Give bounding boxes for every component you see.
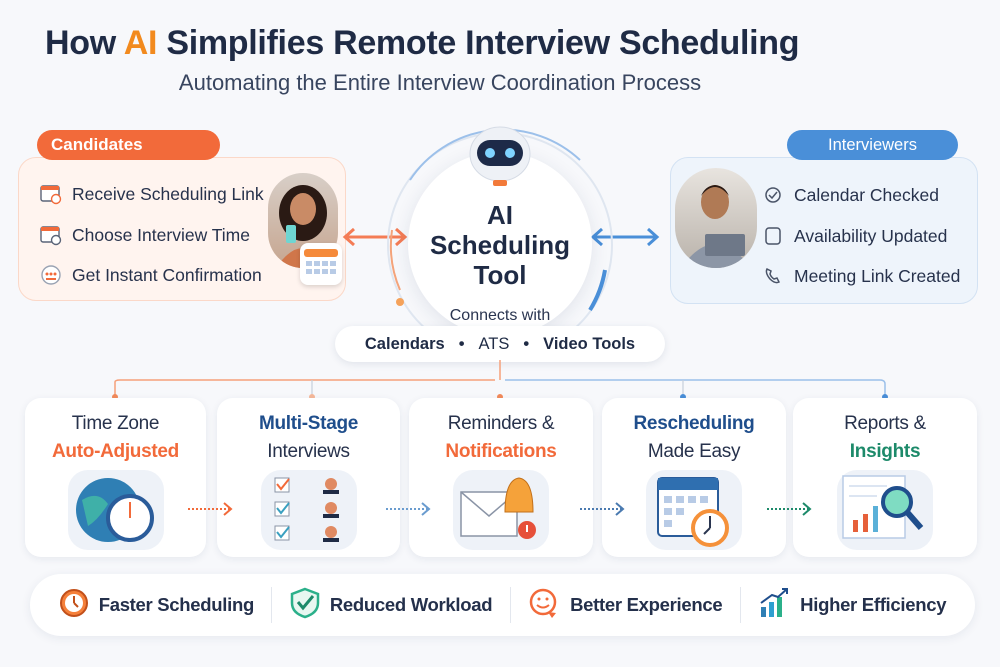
feature-subtitle: Auto-Adjusted <box>52 441 179 462</box>
interviewer-step: Meeting Link Created <box>762 264 960 288</box>
integration-ats: ATS <box>478 334 510 353</box>
title-prefix: How <box>45 24 124 62</box>
interviewer-photo <box>675 168 757 268</box>
divider <box>509 587 511 623</box>
feature-card-reports: Reports & Insights <box>793 398 977 557</box>
feature-title: Multi-Stage <box>258 413 359 434</box>
interviewer-step: Availability Updated <box>762 224 960 248</box>
bullet: • <box>458 334 465 353</box>
bullet: • <box>523 334 530 353</box>
feature-subtitle: Insights <box>849 441 921 462</box>
feature-card-rescheduling: Rescheduling Made Easy <box>602 398 786 557</box>
benefit-label: Better Experience <box>570 594 723 615</box>
page-title: How AI Simplifies Remote Interview Sched… <box>45 24 799 63</box>
calendar-badge-icon <box>300 243 342 285</box>
candidate-sync-arrow <box>342 227 408 247</box>
feature-title: Reminders & <box>447 413 555 434</box>
title-highlight: AI <box>123 24 158 62</box>
flow-arrow-icon <box>580 502 625 516</box>
calendar-check-icon <box>762 184 784 206</box>
globe-clock-icon <box>67 470 164 550</box>
interviewer-step-label: Meeting Link Created <box>794 265 961 286</box>
integration-video-tools: Video Tools <box>543 334 636 353</box>
phone-link-icon <box>762 265 784 287</box>
candidates-badge: Candidates <box>37 130 220 160</box>
hub-title: AI Scheduling Tool <box>420 200 580 290</box>
candidate-step-label: Receive Scheduling Link <box>72 183 264 204</box>
interviewers-badge: Interviewers <box>787 130 958 160</box>
divider <box>739 587 741 623</box>
mail-bell-icon <box>453 470 549 550</box>
candidate-step: Receive Scheduling Link <box>40 182 264 206</box>
calendar-clock-icon <box>40 224 62 246</box>
feature-subtitle: Notifications <box>445 441 557 462</box>
title-suffix: Simplifies Remote Interview Scheduling <box>157 24 800 62</box>
benefit-label: Reduced Workload <box>329 594 493 615</box>
divider <box>271 587 273 623</box>
benefit-label: Faster Scheduling <box>98 594 255 615</box>
integrations-pill: Calendars • ATS • Video Tools <box>335 326 665 362</box>
chat-confirmation-icon <box>40 264 62 286</box>
feature-title: Time Zone <box>71 413 160 434</box>
bar-growth-icon <box>758 587 790 624</box>
feature-title: Reports & <box>844 413 926 434</box>
benefits-bar: Faster Scheduling Reduced Workload Bette… <box>30 574 975 636</box>
feature-title: Rescheduling <box>633 413 755 434</box>
candidate-step-label: Get Instant Confirmation <box>72 264 262 285</box>
feature-card-reminders: Reminders & Notifications <box>409 398 593 557</box>
integration-calendars: Calendars <box>364 334 445 353</box>
shield-check-icon <box>290 587 320 624</box>
page-subtitle: Automating the Entire Interview Coordina… <box>178 70 702 95</box>
report-magnifier-icon <box>837 470 933 550</box>
calendar-clock-icon <box>646 470 742 550</box>
connects-label: Connects with <box>449 307 551 324</box>
checklist-people-icon <box>260 470 357 550</box>
benefit-higher-efficiency: Higher Efficiency <box>758 587 947 624</box>
feature-card-multi-stage: Multi-Stage Interviews <box>217 398 400 557</box>
interviewer-sync-arrow <box>590 227 660 247</box>
stopwatch-icon <box>59 588 89 623</box>
flow-arrow-icon <box>386 502 431 516</box>
interviewer-step-label: Availability Updated <box>794 225 948 246</box>
hub-title-line: Tool <box>473 260 527 290</box>
candidate-step-label: Choose Interview Time <box>72 224 250 245</box>
feature-connector <box>112 360 888 400</box>
benefit-reduced-workload: Reduced Workload <box>290 587 493 624</box>
flow-arrow-icon <box>767 502 812 516</box>
benefit-better-experience: Better Experience <box>528 587 723 624</box>
feature-card-time-zone: Time Zone Auto-Adjusted <box>25 398 206 557</box>
interviewer-step: Calendar Checked <box>762 183 960 207</box>
robot-icon <box>465 122 535 197</box>
benefit-faster-scheduling: Faster Scheduling <box>59 588 254 623</box>
benefit-label: Higher Efficiency <box>800 594 947 615</box>
hub-title-line: AI <box>487 200 513 230</box>
calendar-link-icon <box>40 183 62 205</box>
interviewers-list: Calendar Checked Availability Updated Me… <box>762 183 960 288</box>
candidate-step: Get Instant Confirmation <box>40 263 264 287</box>
candidate-step: Choose Interview Time <box>40 223 264 247</box>
flow-arrow-icon <box>188 502 233 516</box>
feature-subtitle: Interviews <box>267 441 350 462</box>
interviewer-step-label: Calendar Checked <box>794 184 939 205</box>
feature-subtitle: Made Easy <box>647 441 741 462</box>
candidates-list: Receive Scheduling Link Choose Interview… <box>40 182 264 287</box>
availability-icon <box>762 225 784 247</box>
smiley-chat-icon <box>528 587 560 624</box>
hub-title-line: Scheduling <box>429 230 571 260</box>
